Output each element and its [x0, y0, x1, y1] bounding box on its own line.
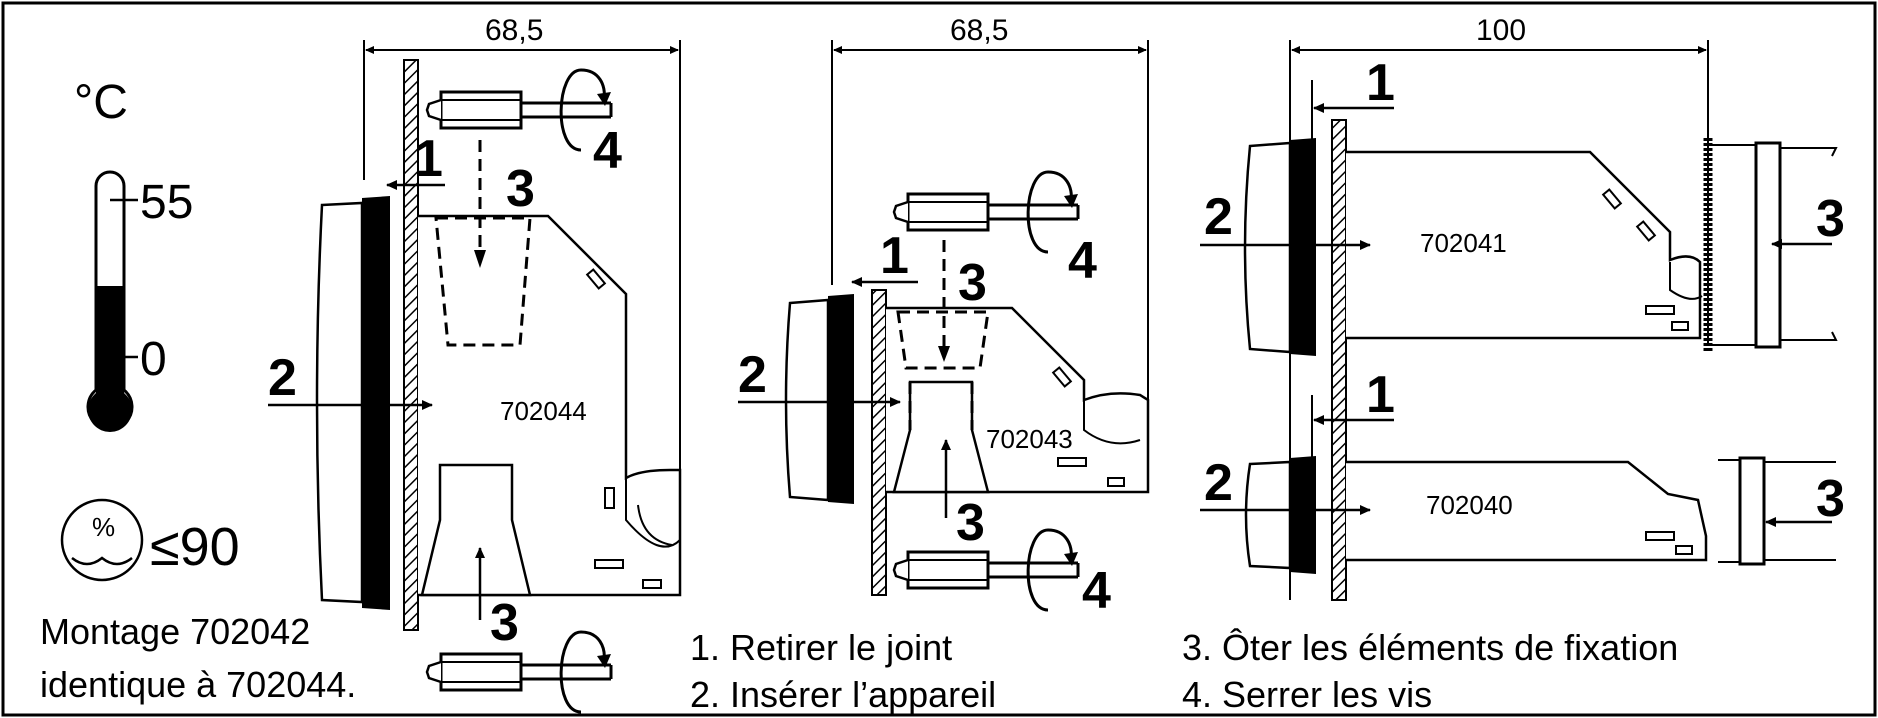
- step-caption-4: 4. Serrer les vis: [1182, 674, 1432, 715]
- dimension-left: 68,5: [485, 14, 543, 47]
- step-caption-2: 2. Insérer l’appareil: [690, 674, 996, 715]
- note-line-1: Montage 702042: [40, 611, 310, 652]
- screw-bottom-middle: [892, 528, 1080, 612]
- front-bezel: [1243, 141, 1292, 354]
- seal: [1290, 138, 1316, 356]
- seal: [828, 294, 854, 504]
- step-caption-1: 1. Retirer le joint: [690, 627, 952, 668]
- step-4-middle-bottom: 4: [1082, 562, 1111, 620]
- step-3-middle-bottom: 3: [956, 494, 985, 552]
- temperature-max-label: 55: [140, 176, 193, 229]
- step-1-right-bottom: 1: [1366, 366, 1395, 424]
- step-3-left-top: 3: [506, 160, 535, 218]
- step-caption-3: 3. Ôter les éléments de fixation: [1182, 627, 1678, 668]
- step-3-right-top: 3: [1816, 190, 1845, 248]
- device-702044: 68,5 702044 1 3 4 2 3: [268, 14, 682, 714]
- model-702044: 702044: [500, 396, 587, 426]
- dimension-right: 100: [1476, 14, 1526, 47]
- step-2-right-top: 2: [1204, 188, 1233, 246]
- step-2-middle: 2: [738, 346, 767, 404]
- step-4-middle-top: 4: [1068, 232, 1097, 290]
- front-bezel: [1244, 460, 1292, 570]
- seal: [362, 196, 390, 610]
- model-702043: 702043: [986, 424, 1073, 454]
- housing: [1346, 460, 1708, 562]
- step-3-right-bottom: 3: [1816, 470, 1845, 528]
- humidity-value: ≤90: [150, 517, 240, 577]
- housing: [1346, 150, 1702, 340]
- device-702040: 702040 3 1 2: [1200, 366, 1845, 574]
- model-702041: 702041: [1420, 228, 1507, 258]
- temperature-unit: °C: [74, 76, 128, 129]
- step-3-left-bottom: 3: [490, 594, 519, 652]
- humidity-icon: % ≤90: [60, 498, 240, 582]
- step-1-right-top: 1: [1366, 54, 1395, 112]
- front-bezel: [784, 298, 830, 502]
- model-702040: 702040: [1426, 490, 1513, 520]
- step-1-left: 1: [414, 130, 443, 188]
- screw-top-left: [425, 68, 613, 152]
- note-line-2: identique à 702044.: [40, 664, 356, 705]
- screw-top-middle: [892, 170, 1080, 254]
- panel-wall: [871, 289, 887, 596]
- front-bezel: [315, 201, 364, 604]
- step-4-left-top: 4: [593, 122, 622, 180]
- screw-bottom-left: [425, 630, 613, 714]
- device-702043: 68,5 702043 1 3 4 2 3 4: [738, 14, 1150, 620]
- seal: [1290, 456, 1316, 574]
- dimension-middle: 68,5: [950, 14, 1008, 47]
- step-3-middle-top: 3: [958, 254, 987, 312]
- step-2-left: 2: [268, 349, 297, 407]
- step-2-right-bottom: 2: [1204, 454, 1233, 512]
- step-1-middle: 1: [880, 227, 909, 285]
- temperature-min-label: 0: [140, 333, 167, 386]
- humidity-symbol: %: [92, 512, 115, 542]
- panel-wall: [1331, 119, 1347, 601]
- clamp-element: [1738, 456, 1766, 566]
- temperature-icon: °C 55 0: [74, 76, 193, 432]
